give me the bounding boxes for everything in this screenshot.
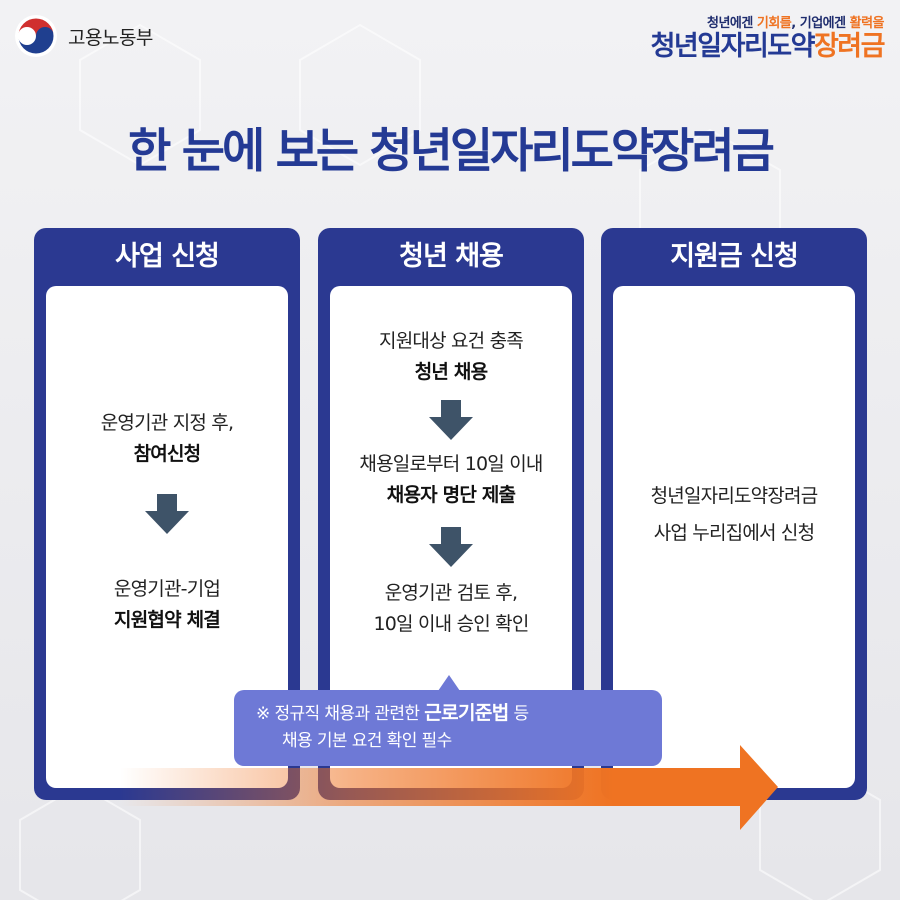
step-text-bold: 지원협약 체결 [114, 609, 221, 631]
campaign-logo: 청년에겐 기회를, 기업에겐 활력을 청년일자리도약장려금 [650, 12, 886, 62]
down-arrow-icon [145, 494, 189, 534]
taegeuk-emblem-icon [15, 15, 57, 57]
down-arrow-icon [429, 527, 473, 567]
step-text: 사업 누리집에서 신청 [653, 522, 815, 544]
page-title: 한 눈에 보는 청년일자리도약장려금 [128, 124, 775, 179]
column-title: 사업 신청 [115, 241, 220, 272]
campaign-tagline: 청년에겐 기회를, 기업에겐 활력을 [707, 16, 885, 31]
step-text-bold: 참여신청 [133, 443, 202, 465]
step-text: 10일 이내 승인 확인 [373, 613, 529, 635]
step-text: 운영기관 지정 후, [100, 412, 234, 434]
column-title: 지원금 신청 [670, 241, 799, 272]
note-emphasis: 근로기준법 [424, 702, 509, 724]
right-arrow-icon [120, 745, 778, 830]
down-arrow-icon [429, 400, 473, 440]
step-text-bold: 청년 채용 [414, 361, 488, 383]
step-text: 운영기관-기업 [113, 578, 221, 600]
step-text: 지원대상 요건 충족 [379, 330, 524, 352]
step-text: 채용일로부터 10일 이내 [359, 453, 543, 475]
step-text: 운영기관 검토 후, [384, 582, 518, 604]
ministry-logo: 고용노동부 [14, 14, 153, 58]
campaign-logo-text: 청년일자리도약장려금 [650, 31, 886, 62]
step-text: 청년일자리도약장려금 [650, 485, 819, 507]
step-text-bold: 채용자 명단 제출 [386, 484, 516, 506]
ministry-name: 고용노동부 [68, 26, 153, 49]
requirement-note: ※ 정규직 채용과 관련한 근로기준법 등 채용 기본 요건 확인 필수 [234, 690, 662, 766]
note-pointer [438, 675, 460, 691]
note-text: ※ 정규직 채용과 관련한 근로기준법 등 채용 기본 요건 확인 필수 [256, 702, 529, 751]
column-title: 청년 채용 [399, 241, 504, 272]
